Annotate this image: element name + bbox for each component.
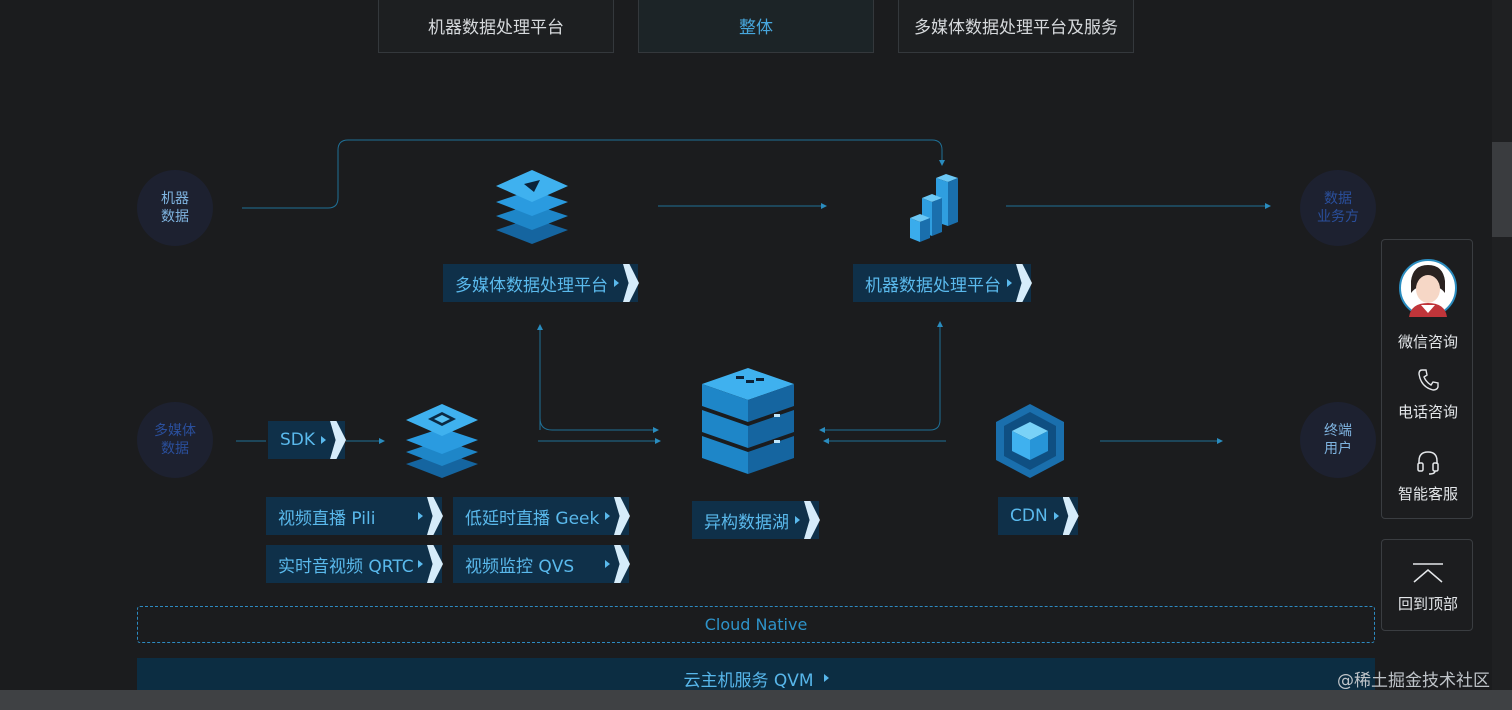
node-label: 多媒体 数据 xyxy=(154,423,196,457)
hexagon-cube-icon xyxy=(996,404,1064,478)
platform-label-text: 实时音视频 QRTC xyxy=(278,556,414,577)
smart-service[interactable]: 智能客服 xyxy=(1382,483,1474,504)
platform-label-text: SDK xyxy=(280,430,316,450)
chevron-right-icon xyxy=(605,560,610,568)
platform-label-text: 低延时直播 Geek xyxy=(465,508,600,529)
label-data-lake[interactable]: 异构数据湖 xyxy=(692,501,819,539)
wechat-consult[interactable]: 微信咨询 xyxy=(1382,331,1474,352)
line-machine-to-lake xyxy=(822,325,941,431)
scrollbar-thumb[interactable] xyxy=(1492,142,1512,237)
node-end-user: 终端 用户 xyxy=(1300,402,1376,478)
platform-label-text: 机器数据处理平台 xyxy=(865,275,1001,296)
chevron-right-icon xyxy=(614,279,619,287)
cloud-native-layer: Cloud Native xyxy=(137,606,1375,643)
watermark: @稀土掘金技术社区 xyxy=(1337,671,1490,691)
label-cdn[interactable]: CDN xyxy=(998,497,1078,535)
line-machine-to-chart xyxy=(242,139,945,209)
bar-chart-icon xyxy=(910,174,958,242)
label-live-pili[interactable]: 视频直播 Pili xyxy=(266,497,442,535)
tab-label: 机器数据处理平台 xyxy=(428,17,564,38)
bottom-strip xyxy=(0,690,1512,710)
tab-overall[interactable]: 整体 xyxy=(638,0,874,53)
layered-stack-icon xyxy=(496,170,568,244)
node-label: 机器 数据 xyxy=(161,191,189,225)
chevron-right-icon xyxy=(1007,279,1012,287)
up-arrow-icon xyxy=(1413,563,1443,583)
chevron-right-icon xyxy=(321,436,327,444)
cloud-native-label: Cloud Native xyxy=(704,615,808,634)
wechat-consult-label: 微信咨询 xyxy=(1397,333,1458,351)
label-machine-platform[interactable]: 机器数据处理平台 xyxy=(853,264,1031,302)
avatar[interactable] xyxy=(1399,259,1457,317)
platform-label-text: 视频监控 QVS xyxy=(465,556,575,577)
chip-stack-icon xyxy=(406,404,478,478)
node-multimedia-data: 多媒体 数据 xyxy=(137,402,213,478)
server-stack-icon xyxy=(702,368,794,474)
chevron-right-icon xyxy=(823,674,829,682)
node-business-app: 数据 业务方 xyxy=(1300,170,1376,246)
label-low-latency-geek[interactable]: 低延时直播 Geek xyxy=(453,497,629,535)
label-rtc-qrtc[interactable]: 实时音视频 QRTC xyxy=(266,545,442,583)
chevron-right-icon xyxy=(418,512,423,520)
chevron-right-icon xyxy=(418,560,423,568)
tab-label: 整体 xyxy=(739,17,773,38)
phone-consult-label: 电话咨询 xyxy=(1397,403,1458,421)
node-label: 数据 业务方 xyxy=(1317,191,1359,225)
tab-multimedia-services[interactable]: 多媒体数据处理平台及服务 xyxy=(898,0,1134,53)
node-machine-data: 机器 数据 xyxy=(137,170,213,246)
label-multimedia-platform[interactable]: 多媒体数据处理平台 xyxy=(443,264,638,302)
chevron-right-icon xyxy=(605,512,610,520)
smart-service-label: 智能客服 xyxy=(1397,485,1458,503)
back-to-top-label: 回到顶部 xyxy=(1397,595,1458,613)
line-to-lake-top xyxy=(539,417,659,433)
back-to-top-button[interactable]: 回到顶部 xyxy=(1381,539,1473,631)
platform-label-text: CDN xyxy=(1010,506,1048,526)
chevron-right-icon xyxy=(795,516,800,524)
platform-label-text: 多媒体数据处理平台 xyxy=(455,275,608,296)
node-label: 终端 用户 xyxy=(1324,423,1352,457)
phone-icon[interactable] xyxy=(1417,368,1439,392)
tab-label: 多媒体数据处理平台及服务 xyxy=(914,17,1118,38)
label-monitor-qvs[interactable]: 视频监控 QVS xyxy=(453,545,629,583)
headset-icon[interactable] xyxy=(1416,450,1440,476)
platform-label-text: 视频直播 Pili xyxy=(278,508,376,529)
phone-consult[interactable]: 电话咨询 xyxy=(1382,401,1474,422)
platform-label-text: 异构数据湖 xyxy=(704,512,789,533)
label-sdk[interactable]: SDK xyxy=(268,421,346,459)
service-panel: 微信咨询 电话咨询 智能客服 xyxy=(1381,239,1473,519)
qvm-label: 云主机服务 QVM xyxy=(683,670,814,691)
tab-machine-data[interactable]: 机器数据处理平台 xyxy=(378,0,614,53)
chevron-right-icon xyxy=(1053,512,1059,520)
scrollbar-track[interactable] xyxy=(1492,0,1512,690)
